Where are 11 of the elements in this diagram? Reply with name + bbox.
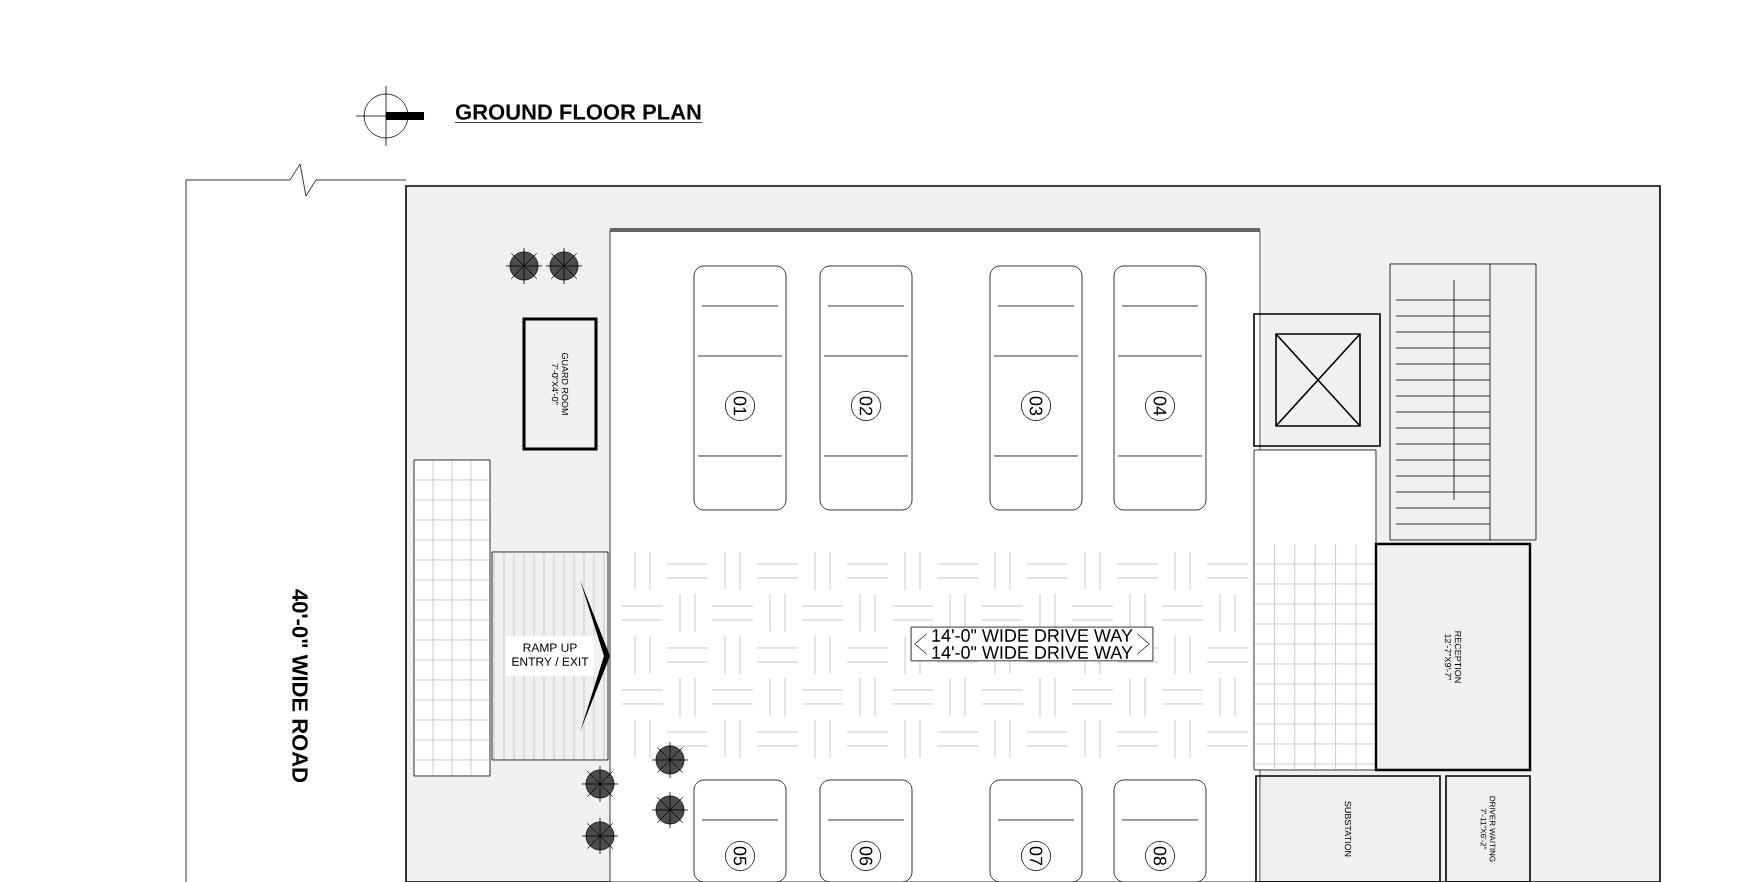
parking-number: 03 xyxy=(1020,390,1052,421)
title: GROUND FLOOR PLAN xyxy=(454,104,703,123)
parking-number: 02 xyxy=(850,390,882,421)
driveway-label: 14'-0" WIDE DRIVE WAY 14'-0" WIDE DRIVE WAY xyxy=(910,626,1154,662)
parking-number: 04 xyxy=(1144,390,1176,421)
parking-number: 08 xyxy=(1144,840,1176,871)
parking-number: 06 xyxy=(850,840,882,871)
parking-number: 07 xyxy=(1020,840,1052,871)
road-label: 40'-0" WIDE ROAD xyxy=(292,589,308,783)
parking-number: 01 xyxy=(724,390,756,421)
parking-number: 05 xyxy=(724,840,756,871)
